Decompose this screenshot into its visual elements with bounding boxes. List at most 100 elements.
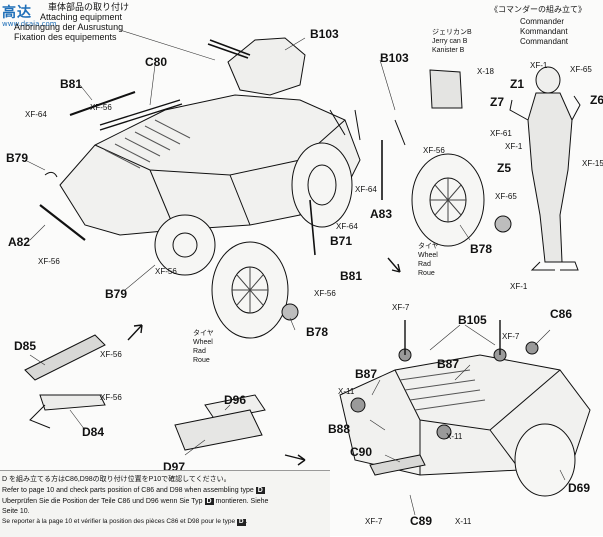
label-c89: C89 bbox=[410, 514, 433, 528]
label-d85: D85 bbox=[14, 339, 37, 353]
paint-callout: XF-64 bbox=[355, 185, 377, 194]
label-b78: B78 bbox=[306, 325, 329, 339]
header-jp: 車体部品の取り付け bbox=[48, 2, 130, 12]
label-b71: B71 bbox=[330, 234, 353, 248]
label-b88: B88 bbox=[328, 422, 351, 436]
paint-callout: XF-7 bbox=[365, 517, 383, 526]
label-z1: Z1 bbox=[510, 77, 525, 91]
arrow-down-right bbox=[387, 257, 401, 273]
type-badge: D bbox=[255, 487, 265, 494]
label-b103: B103 bbox=[380, 51, 409, 65]
paint-callout: XF-1 bbox=[530, 61, 548, 70]
wheel-label-jp: タイヤ bbox=[418, 243, 439, 250]
type-badge: D bbox=[236, 518, 246, 526]
header-de: Anbringung der Ausrustung bbox=[14, 22, 124, 32]
label-b103: B103 bbox=[310, 27, 339, 41]
box-d96 bbox=[204, 394, 266, 421]
paint-callout: XF-7 bbox=[502, 332, 520, 341]
commander-title-fr: Commandant bbox=[520, 37, 569, 46]
jerry-can bbox=[429, 69, 463, 109]
label-b81: B81 bbox=[340, 269, 363, 283]
wheel-label-fr: Roue bbox=[193, 357, 210, 364]
header-en: Attaching equipment bbox=[40, 12, 123, 22]
paint-callout: XF-61 bbox=[490, 129, 512, 138]
jerry-can-jp: ジェリカンB bbox=[432, 29, 472, 36]
antenna-b105 bbox=[404, 320, 501, 355]
arrow-up-right bbox=[127, 324, 143, 341]
label-b105: B105 bbox=[458, 313, 487, 327]
paint-callout: X-11 bbox=[455, 517, 472, 526]
label-b87: B87 bbox=[355, 367, 378, 381]
note-en: Refer to page 10 and check parts positio… bbox=[2, 487, 265, 494]
paint-callout: X-18 bbox=[477, 67, 494, 76]
rear-hull-wheel bbox=[291, 142, 353, 228]
paint-callout: X-11 bbox=[446, 432, 463, 441]
commander-title-en: Commander bbox=[520, 17, 565, 26]
commander-figure bbox=[509, 66, 581, 271]
paint-callout: XF-15 bbox=[582, 159, 603, 168]
paint-callout: XF-56 bbox=[314, 289, 336, 298]
label-z6: Z6 bbox=[590, 93, 603, 107]
note-jp: D を組み立てる方はC86,D98の取り付け位置をP10で確認してください。 bbox=[2, 476, 231, 483]
label-z7: Z7 bbox=[490, 95, 505, 109]
turret bbox=[227, 37, 306, 96]
label-d84: D84 bbox=[82, 425, 105, 439]
label-b78: B78 bbox=[470, 242, 493, 256]
note-fr: Se reporter à la page 10 et vérifier la … bbox=[2, 518, 248, 526]
wheel-label-de: Rad bbox=[418, 261, 431, 268]
paint-callout: XF-64 bbox=[25, 110, 47, 119]
commander-title-jp: 《コマンダーの組み立て》 bbox=[490, 5, 586, 14]
paint-callout: XF-56 bbox=[90, 103, 112, 112]
jerry-can-de: Kanister B bbox=[432, 47, 465, 54]
wheel-label-en: Wheel bbox=[193, 339, 213, 346]
label-z5: Z5 bbox=[497, 161, 512, 175]
label-c90: C90 bbox=[350, 445, 373, 459]
tool-b71 bbox=[309, 199, 316, 256]
wheel-label-jp: タイヤ bbox=[193, 330, 214, 337]
paint-callout: XF-56 bbox=[423, 146, 445, 155]
paint-callout: XF-65 bbox=[495, 192, 517, 201]
part-d84 bbox=[39, 394, 106, 411]
antenna-parts bbox=[329, 109, 406, 146]
box-d97 bbox=[174, 409, 263, 451]
label-a82: A82 bbox=[8, 235, 31, 249]
note-de2: Seite 10. bbox=[2, 508, 30, 515]
wheel-label-fr: Roue bbox=[418, 270, 435, 277]
paint-callout: X-11 bbox=[338, 387, 355, 396]
label-d69: D69 bbox=[568, 481, 591, 495]
tool-b81 bbox=[69, 91, 136, 116]
watermark-logo: 高达 www.dsaia.com bbox=[2, 2, 57, 32]
wheel-label-de: Rad bbox=[193, 348, 206, 355]
tool-b79 bbox=[44, 171, 58, 178]
part-c90 bbox=[369, 454, 426, 476]
label-b87: B87 bbox=[437, 357, 460, 371]
label-b79: B79 bbox=[105, 287, 128, 301]
logo-url: www.dsaia.com bbox=[2, 20, 57, 28]
front-wheel bbox=[154, 214, 216, 276]
paint-callout: XF-56 bbox=[100, 350, 122, 359]
logo-brand: 高达 bbox=[2, 5, 32, 21]
label-b79: B79 bbox=[6, 151, 29, 165]
arrow-to-rear bbox=[284, 454, 306, 466]
label-d96: D96 bbox=[224, 393, 247, 407]
gun-barrel bbox=[207, 39, 251, 59]
paint-callout: XF-56 bbox=[100, 393, 122, 402]
paint-callout: XF-7 bbox=[392, 303, 410, 312]
part-d85 bbox=[24, 334, 106, 381]
wheel-label-en: Wheel bbox=[418, 252, 438, 259]
assembly-notes: D を組み立てる方はC86,D98の取り付け位置をP10で確認してください。 R… bbox=[0, 470, 330, 537]
paint-callout: XF-65 bbox=[570, 65, 592, 74]
paint-callout: XF-56 bbox=[38, 257, 60, 266]
rear-wheel-d69 bbox=[514, 423, 576, 497]
tool-a82 bbox=[39, 204, 86, 241]
tool-c80 bbox=[99, 99, 183, 131]
type-badge: D bbox=[204, 498, 214, 505]
paint-callout: XF-56 bbox=[155, 267, 177, 276]
jerry-can-en: Jerry can B bbox=[432, 38, 468, 45]
commander-title-de: Kommandant bbox=[520, 27, 568, 36]
label-c80: C80 bbox=[145, 55, 168, 69]
label-b81: B81 bbox=[60, 77, 83, 91]
label-c86: C86 bbox=[550, 307, 573, 321]
